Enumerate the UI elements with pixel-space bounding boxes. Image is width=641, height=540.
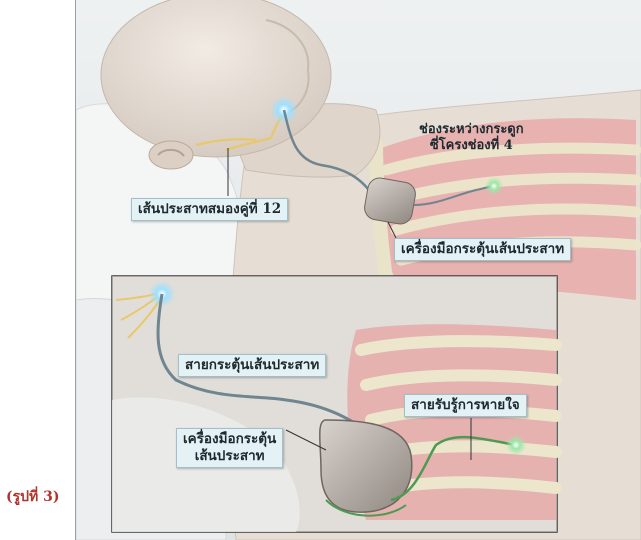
ear	[149, 141, 193, 169]
label-intercostal-space: ช่องระหว่างกระดูก ซี่โครงช่องที่ 4	[413, 120, 530, 157]
head	[101, 0, 331, 157]
label-stimulator-device: เครื่องมือกระตุ้นเส้นประสาท	[394, 238, 571, 261]
label-inset-device: เครื่องมือกระตุ้น เส้นประสาท	[176, 428, 283, 468]
label-hypoglossal-nerve: เส้นประสาทสมองคู่ที่ 12	[131, 198, 288, 221]
label-inset-device-line2: เส้นประสาท	[183, 448, 276, 465]
sensor-glow-upper	[485, 177, 503, 195]
medical-illustration: ช่องระหว่างกระดูก ซี่โครงช่องที่ 4 เส้นป…	[76, 0, 641, 540]
illustration-svg	[76, 0, 641, 540]
figure-caption: (รูปที่ 3)	[6, 486, 60, 508]
label-stimulation-lead: สายกระตุ้นเส้นประสาท	[178, 354, 326, 377]
label-breathing-sensor-lead: สายรับรู้การหายใจ	[404, 394, 527, 417]
stimulator-device-upper	[363, 176, 418, 226]
label-intercostal-space-line1: ช่องระหว่างกระดูก	[419, 122, 524, 138]
label-inset-device-line1: เครื่องมือกระตุ้น	[183, 431, 276, 448]
label-intercostal-space-line2: ซี่โครงช่องที่ 4	[419, 138, 524, 154]
